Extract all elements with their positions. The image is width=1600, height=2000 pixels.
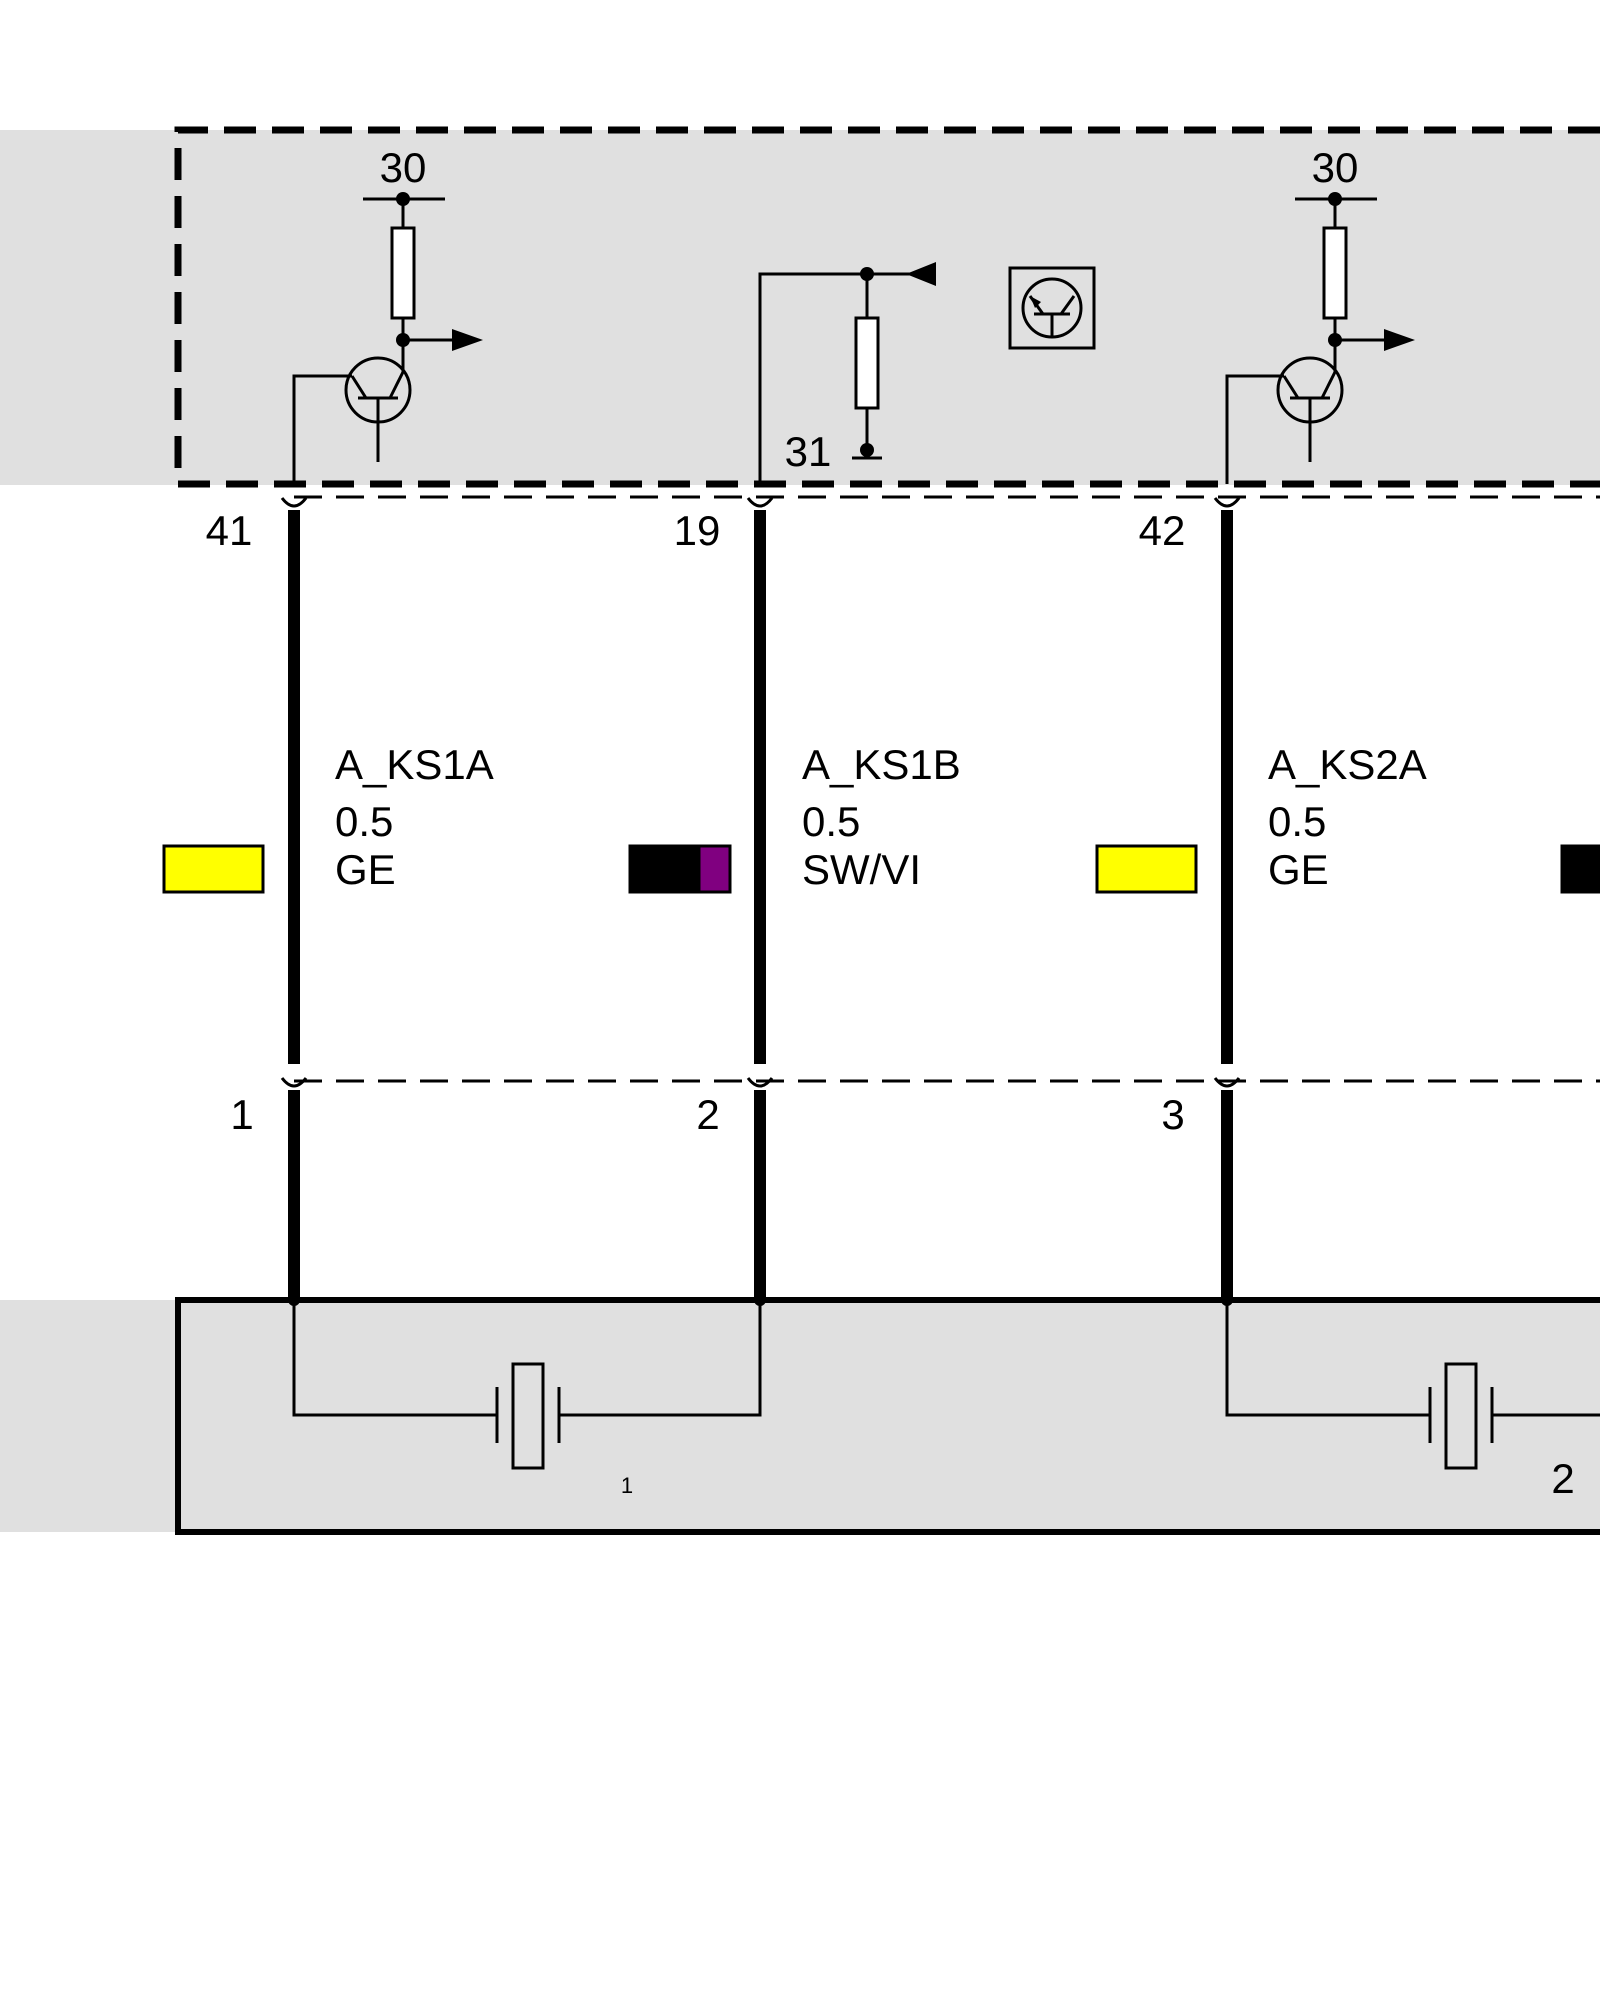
wire-size: 0.5 xyxy=(802,798,860,845)
terminal-30-label-right: 30 xyxy=(1312,144,1359,191)
pin-3-label: 3 xyxy=(1161,1091,1184,1138)
output-arrow-icon xyxy=(1384,329,1415,351)
wire-color-code: GE xyxy=(1268,846,1329,893)
terminal-30-label-left: 30 xyxy=(380,144,427,191)
sensor-1-label: 1 xyxy=(621,1473,633,1498)
piezo-crystal-icon xyxy=(1444,1362,1478,1470)
transistor-icon xyxy=(344,340,412,462)
wire-name: A_KS2A xyxy=(1268,741,1427,788)
sensor-box-border xyxy=(175,1297,1600,1535)
wire-a-ks1b xyxy=(746,497,774,1300)
pulldown-circuit: 31 xyxy=(758,262,936,484)
color-swatch-yellow xyxy=(162,844,265,894)
pin-labels-bottom: 1 2 3 xyxy=(230,1091,1184,1138)
resistor-icon xyxy=(854,316,880,410)
wire-a-ks1a xyxy=(280,497,308,1300)
sensor-2-label: 2 xyxy=(1551,1455,1574,1502)
wire-name: A_KS1B xyxy=(802,741,961,788)
driver-circuit-left: 30 xyxy=(292,144,483,484)
pin-1-label: 1 xyxy=(230,1091,253,1138)
color-swatch-yellow xyxy=(1095,844,1198,894)
color-swatch-black-partial xyxy=(1560,844,1600,894)
wire-label-1: A_KS1A 0.5 GE xyxy=(335,741,494,893)
input-arrow-icon xyxy=(906,262,936,286)
resistor-icon xyxy=(390,226,416,320)
wire-color-code: SW/VI xyxy=(802,846,921,893)
pin-2-label: 2 xyxy=(696,1091,719,1138)
wire-name: A_KS1A xyxy=(335,741,494,788)
pin-42-label: 42 xyxy=(1139,507,1186,554)
knock-sensor-box xyxy=(0,1294,1600,1535)
knock-sensor-2: 2 xyxy=(1225,1300,1600,1502)
transistor-symbol-icon xyxy=(1008,266,1096,350)
wire-size: 0.5 xyxy=(1268,798,1326,845)
color-swatch-black-violet xyxy=(628,844,732,894)
resistor-icon xyxy=(1322,226,1348,320)
wire-a-ks2a xyxy=(1213,497,1241,1300)
ground-31-label: 31 xyxy=(785,428,832,475)
knock-sensor-1: 1 xyxy=(292,1300,762,1498)
wire-color-code: GE xyxy=(335,846,396,893)
pin-41-label: 41 xyxy=(206,507,253,554)
output-arrow-icon xyxy=(452,329,483,351)
piezo-crystal-icon xyxy=(511,1362,545,1470)
driver-circuit-right: 30 xyxy=(1225,144,1415,484)
transistor-icon xyxy=(1276,340,1344,462)
wire-size: 0.5 xyxy=(335,798,393,845)
control-unit-border xyxy=(174,126,1600,488)
wire-label-3: A_KS2A 0.5 GE xyxy=(1268,741,1427,893)
pin-labels-top: 41 19 42 xyxy=(206,507,1186,554)
pin-19-label: 19 xyxy=(674,507,721,554)
wire-label-2: A_KS1B 0.5 SW/VI xyxy=(802,741,961,893)
